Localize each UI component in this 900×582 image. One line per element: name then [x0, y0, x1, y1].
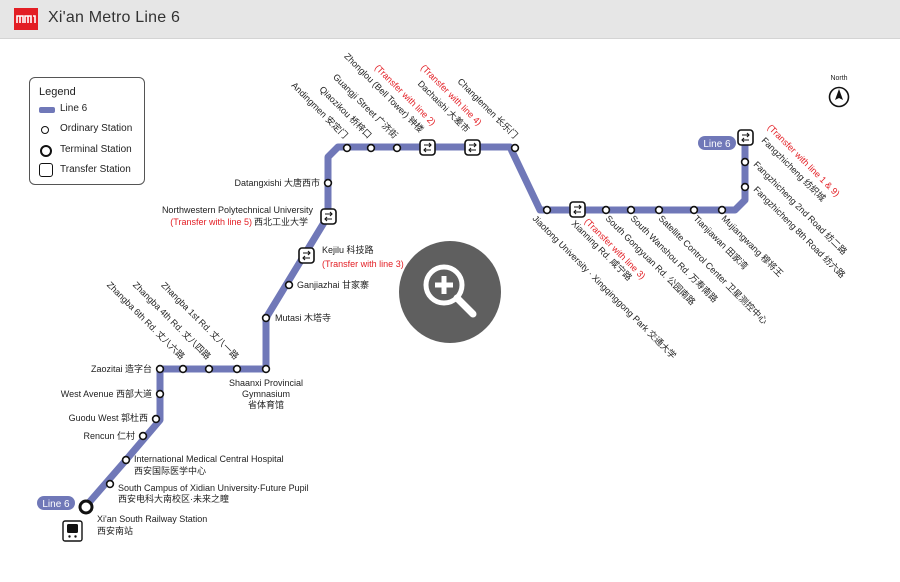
legend-row-terminal: Terminal Station [30, 143, 144, 159]
legend-label-terminal: Terminal Station [60, 144, 132, 155]
train-icon [62, 520, 83, 542]
legend-row-transfer: Transfer Station [30, 163, 144, 179]
station-dot[interactable] [689, 205, 699, 215]
station-dot[interactable] [323, 178, 333, 188]
transfer-stations [298, 129, 754, 264]
compass: North [828, 75, 850, 108]
station-dot[interactable] [105, 479, 115, 489]
terminal-station-icon [40, 145, 52, 157]
transfer-zhonglou[interactable] [419, 139, 436, 156]
transfer-kejilu[interactable] [298, 247, 315, 264]
station-dot[interactable] [542, 205, 552, 215]
station-dot[interactable] [626, 205, 636, 215]
legend-row-ordinary: Ordinary Station [30, 122, 144, 138]
transfer-note: (Transfer with line 5) [170, 217, 252, 227]
station-label: Rencun 仁村 [83, 430, 135, 441]
transfer-nwpu[interactable] [320, 208, 337, 225]
zoom-in-icon [423, 264, 477, 318]
station-dot[interactable] [261, 364, 271, 374]
station-dot[interactable] [232, 364, 242, 374]
ordinary-station-icon [41, 126, 49, 134]
ordinary-stations [105, 143, 750, 489]
station-label: 西北工业大学 [254, 216, 308, 227]
station-dot[interactable] [155, 364, 165, 374]
station-label: South Campus of Xidian University·Future… [118, 483, 309, 493]
station-dot[interactable] [138, 431, 148, 441]
station-dot[interactable] [740, 182, 750, 192]
line-tag-start: Line 6 [37, 496, 75, 510]
station-dot[interactable] [261, 313, 271, 323]
line-tag-end-label: Line 6 [703, 139, 731, 150]
station-dot[interactable] [392, 143, 402, 153]
station-label: 西安国际医学中心 [134, 465, 206, 476]
line-swatch [39, 107, 55, 113]
station-dot[interactable] [151, 414, 161, 424]
station-dot[interactable] [654, 205, 664, 215]
station-label: Gymnasium [242, 389, 290, 399]
station-label: Zaozitai 造字台 [91, 363, 152, 374]
transfer-fangzhicheng[interactable] [737, 129, 754, 146]
station-label: 西安电科大南校区·未来之瞳 [118, 493, 229, 504]
station-label: Mutasi 木塔寺 [275, 312, 331, 323]
station-dot[interactable] [178, 364, 188, 374]
station-label: West Avenue 西部大道 [61, 388, 152, 399]
legend-label-line: Line 6 [60, 103, 88, 114]
station-dot[interactable] [342, 143, 352, 153]
station-label: Datangxishi 大唐西市 [234, 177, 320, 188]
station-label: Xi'an South Railway Station [97, 514, 207, 524]
station-label: Shaanxi Provincial [229, 378, 303, 388]
zoom-in-button[interactable] [399, 241, 501, 343]
station-dot[interactable] [510, 143, 520, 153]
station-label: Guodu West 郭杜西 [69, 412, 148, 423]
station-label: Kejilu 科技路 [322, 244, 374, 255]
transfer-note: (Transfer with line 3) [322, 259, 404, 269]
legend-label-transfer: Transfer Station [60, 164, 131, 175]
metro-logo-icon [14, 8, 38, 30]
station-dot[interactable] [601, 205, 611, 215]
station-label: 西安南站 [97, 525, 133, 536]
legend-box: Legend Line 6 Ordinary Station Terminal … [29, 77, 145, 185]
legend-title: Legend [39, 86, 76, 98]
compass-icon [828, 86, 850, 108]
station-dot[interactable] [366, 143, 376, 153]
station-dot[interactable] [740, 157, 750, 167]
station-dot[interactable] [284, 280, 294, 290]
station-dot[interactable] [717, 205, 727, 215]
page-title: Xi'an Metro Line 6 [48, 9, 181, 26]
header-bar: Xi'an Metro Line 6 [0, 0, 900, 39]
station-label: Ganjiazhai 甘家寨 [297, 279, 369, 290]
station-dot[interactable] [204, 364, 214, 374]
station-label: 省体育馆 [248, 399, 284, 410]
station-dot[interactable] [155, 389, 165, 399]
terminal-station[interactable] [78, 499, 94, 515]
station-label: Northwestern Polytechnical University [162, 205, 314, 215]
transfer-xianning[interactable] [569, 201, 586, 218]
transfer-station-icon [39, 163, 53, 177]
station-dot[interactable] [121, 455, 131, 465]
line-tag-start-label: Line 6 [42, 499, 70, 510]
compass-label: North [830, 75, 847, 82]
legend-row-line: Line 6 [30, 102, 144, 118]
station-label: International Medical Central Hospital [134, 454, 284, 464]
line-tag-end: Line 6 [698, 136, 736, 150]
transfer-dachaishi[interactable] [464, 139, 481, 156]
legend-label-ordinary: Ordinary Station [60, 123, 133, 134]
